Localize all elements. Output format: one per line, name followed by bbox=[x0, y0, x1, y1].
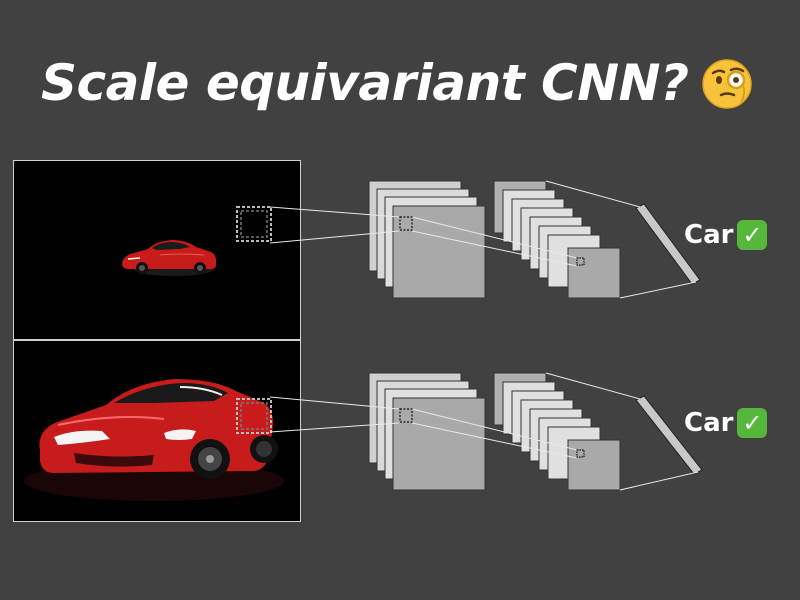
small-car-shape bbox=[122, 240, 216, 274]
kernel-box bbox=[576, 449, 585, 458]
large-car-image bbox=[13, 340, 301, 522]
fully-connected-layer bbox=[635, 203, 701, 285]
top-network bbox=[269, 180, 701, 299]
page-title: Scale equivariant CNN? bbox=[41, 54, 689, 112]
check-mark-button-icon: ✓ bbox=[737, 220, 768, 250]
small-car-image bbox=[13, 160, 301, 340]
small-car-illustration bbox=[14, 161, 300, 339]
kernel-box bbox=[576, 257, 585, 266]
bottom-network bbox=[269, 372, 703, 491]
large-car-shape bbox=[39, 379, 278, 479]
conv-layer-1-stack bbox=[368, 372, 486, 491]
connector-lines bbox=[269, 180, 697, 299]
output-label-top: Car ✓ bbox=[684, 220, 768, 250]
kernel-box bbox=[399, 216, 413, 231]
connector-lines bbox=[269, 372, 699, 491]
receptive-field-box bbox=[236, 398, 272, 434]
output-label-text: Car bbox=[684, 220, 734, 250]
output-label-text: Car bbox=[684, 408, 734, 438]
kernel-box bbox=[399, 408, 413, 423]
face-with-monocle-icon bbox=[702, 59, 752, 109]
large-car-illustration bbox=[14, 341, 300, 521]
receptive-field-box bbox=[236, 206, 272, 242]
output-label-bottom: Car ✓ bbox=[684, 408, 768, 438]
check-mark-button-icon: ✓ bbox=[737, 408, 768, 438]
fully-connected-layer bbox=[635, 395, 703, 475]
conv-layer-1-stack bbox=[368, 180, 486, 299]
conv-layer-2-stack bbox=[493, 372, 621, 491]
title-bar: Scale equivariant CNN? bbox=[0, 48, 800, 118]
conv-layer-2-stack bbox=[493, 180, 621, 299]
